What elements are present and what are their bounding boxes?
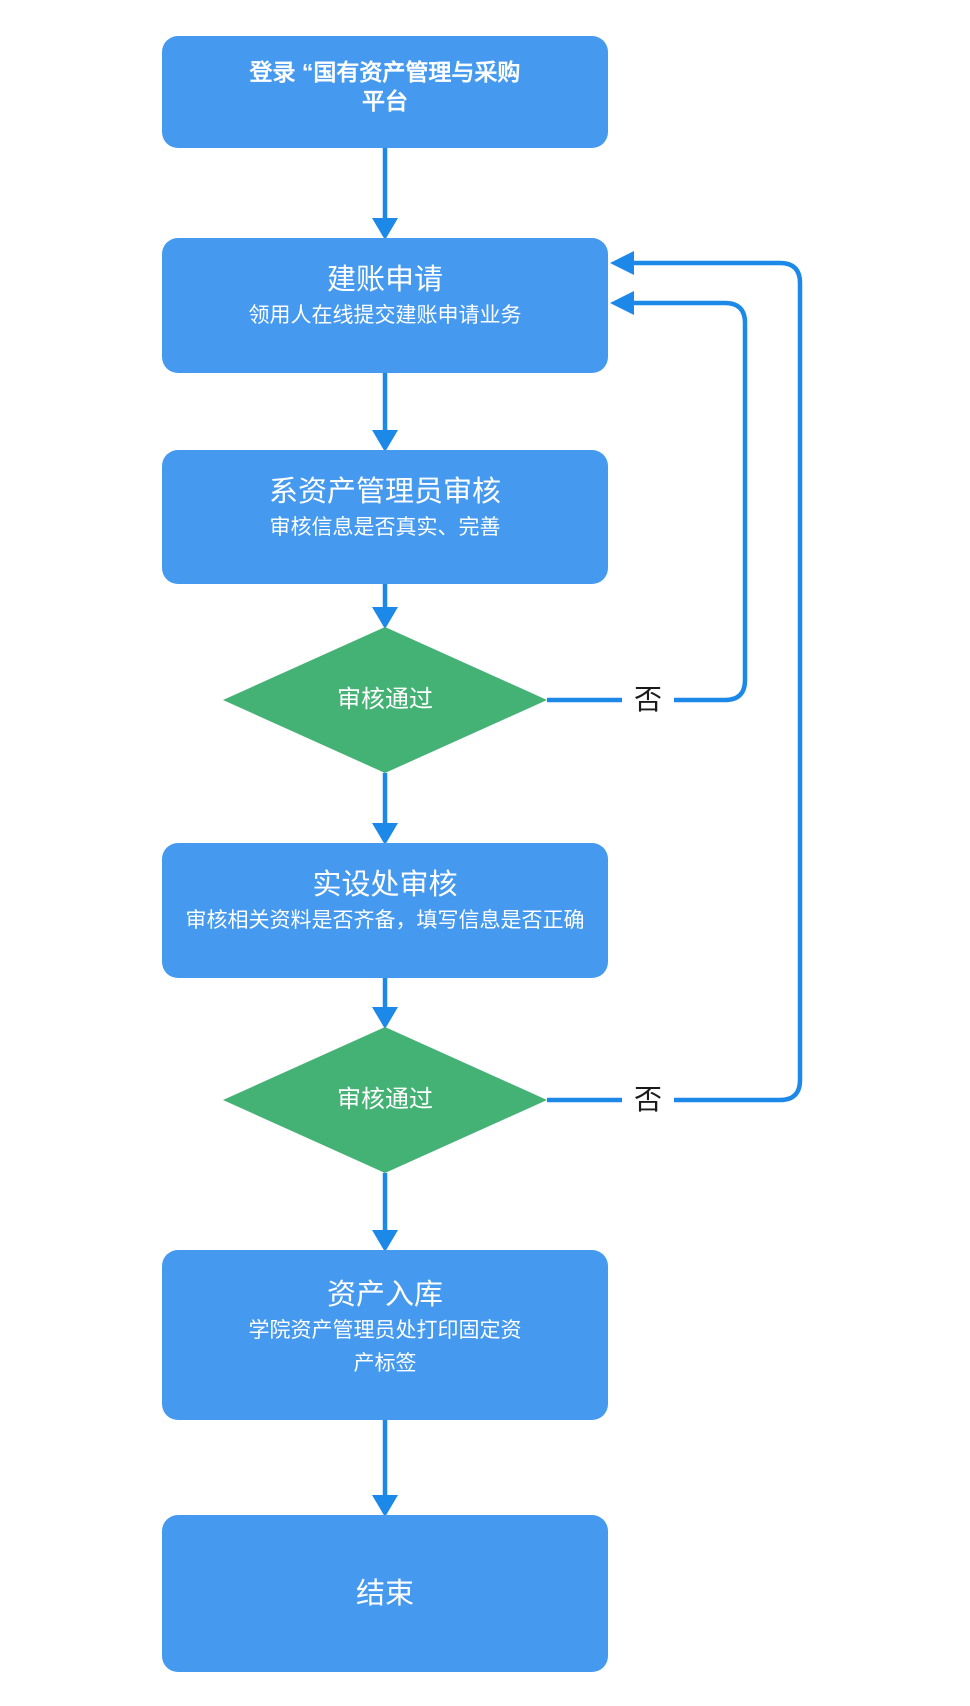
- arrowhead-loop2-into-request: [610, 251, 634, 275]
- decision-diamonds: [223, 627, 547, 1173]
- arrowhead-loop1-into-request: [610, 291, 634, 315]
- node-shichu-review: 实设处审核 审核相关资料是否齐备，填写信息是否正确: [162, 843, 608, 978]
- edge-label-no-1: 否: [621, 681, 675, 719]
- node-end-title: 结束: [355, 1577, 414, 1610]
- edge-decision1-no-loop: [547, 300, 748, 703]
- node-login-title: 登录 “国有资产管理与采购 平台: [249, 59, 521, 114]
- arrowhead-into-shichu: [372, 823, 398, 845]
- node-account-request-title: 建账申请: [326, 264, 443, 296]
- arrowheads: [372, 218, 634, 1517]
- arrowhead-into-decision1: [372, 607, 398, 629]
- node-shichu-review-title: 实设处审核: [312, 869, 458, 901]
- node-shichu-review-subtitle: 审核相关资料是否齐备，填写信息是否正确: [185, 909, 585, 932]
- node-login: 登录 “国有资产管理与采购 平台: [162, 36, 608, 148]
- decision2-label: 审核通过: [337, 1086, 433, 1113]
- arrowhead-into-storage: [372, 1230, 398, 1252]
- decision1-label: 审核通过: [337, 686, 433, 713]
- node-dept-admin-review: 系资产管理员审核 审核信息是否真实、完善: [162, 450, 608, 584]
- decision1-diamond: [223, 627, 547, 773]
- arrowhead-into-end: [372, 1495, 398, 1517]
- arrowhead-into-deptreview: [372, 430, 398, 452]
- edge-decision2-no-loop: [547, 260, 803, 1103]
- connectors: [382, 148, 803, 1496]
- node-dept-admin-review-subtitle: 审核信息是否真实、完善: [269, 516, 501, 539]
- node-account-request-subtitle: 领用人在线提交建账申请业务: [248, 304, 522, 327]
- node-dept-admin-review-title: 系资产管理员审核: [268, 476, 501, 508]
- decision2-diamond: [223, 1027, 547, 1173]
- node-asset-storage: 资产入库 学院资产管理员处打印固定资 产标签: [162, 1250, 608, 1420]
- node-end: 结束: [162, 1515, 608, 1672]
- node-account-request: 建账申请 领用人在线提交建账申请业务: [162, 238, 608, 373]
- node-asset-storage-subtitle: 学院资产管理员处打印固定资 产标签: [248, 1319, 522, 1375]
- arrowhead-into-request: [372, 218, 398, 240]
- node-asset-storage-title: 资产入库: [326, 1279, 443, 1311]
- edge-label-no-2: 否: [621, 1081, 675, 1119]
- arrowhead-into-decision2: [372, 1007, 398, 1029]
